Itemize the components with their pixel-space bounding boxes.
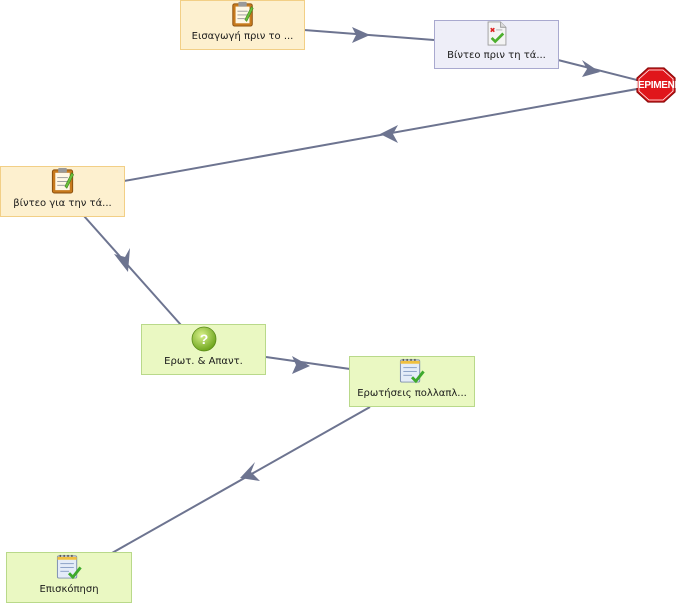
activity-node-video-for[interactable]: βίντεο για την τά... (0, 166, 125, 217)
stop-gate-label: ΠΕΡΙΜΕΝΕ (631, 79, 681, 91)
arrowhead (352, 27, 370, 43)
activity-node-label: Βίντεο πριν τη τά... (447, 50, 546, 61)
arrowhead (292, 356, 310, 374)
question-icon: ? (191, 326, 216, 352)
notepad-icon (51, 167, 74, 194)
activity-node-mcq[interactable]: Ερωτήσεις πολλαπλ... (349, 356, 475, 407)
notepad-icon (231, 1, 254, 27)
arrowhead (240, 462, 260, 481)
activity-node-label: Ερωτ. & Απαντ. (164, 356, 243, 367)
quiz-check-icon (399, 358, 425, 384)
activity-node-label: βίντεο για την τά... (13, 198, 112, 209)
quiz-check-icon (56, 554, 82, 580)
activity-node-overview[interactable]: Επισκόπηση (6, 552, 132, 603)
connector-mcq-to-overview (111, 406, 371, 554)
connector-qa-to-mcq (265, 356, 351, 370)
connector-video-for-to-qa (83, 215, 182, 326)
stop-sign-icon (636, 67, 676, 103)
connector-gate-to-video-for (123, 88, 638, 182)
activity-node-label: Επισκόπηση (39, 584, 99, 595)
activity-node-label: Εισαγωγή πριν το ... (191, 31, 294, 42)
task-checklist-icon (487, 21, 506, 46)
svg-text:?: ? (199, 331, 208, 347)
activity-node-intro[interactable]: Εισαγωγή πριν το ... (180, 0, 305, 50)
activity-node-qa[interactable]: ? Ερωτ. & Απαντ. (141, 324, 266, 375)
stop-gate[interactable]: ΠΕΡΙΜΕΝΕ (631, 67, 681, 103)
connector-video-before-to-gate (557, 59, 638, 81)
arrowhead (114, 248, 130, 272)
activity-node-label: Ερωτήσεις πολλαπλ... (357, 388, 467, 399)
arrowhead (380, 125, 398, 143)
arrowhead (582, 60, 600, 77)
activity-node-video-before[interactable]: Βίντεο πριν τη τά... (434, 20, 559, 69)
